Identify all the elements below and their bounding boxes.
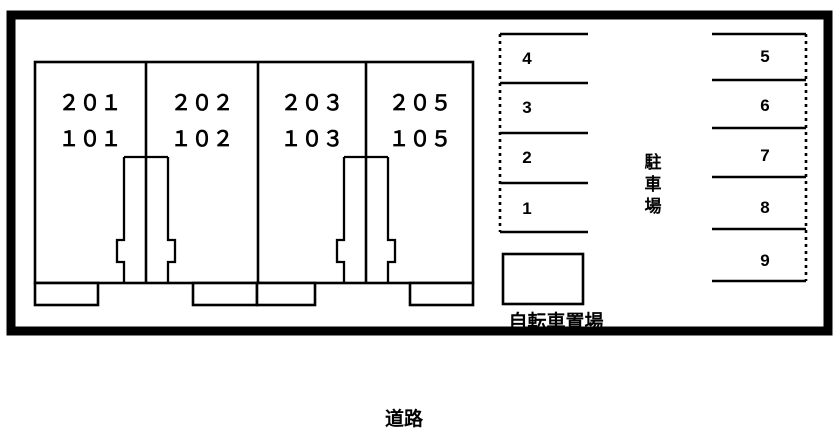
parking-stall-4: 4 xyxy=(522,49,532,68)
bicycle-parking-area: 自転車置場 xyxy=(501,252,604,333)
parking-label-char-3: 場 xyxy=(645,197,662,216)
parking-stall-8: 8 xyxy=(760,198,769,217)
balcony-boxes xyxy=(33,281,475,307)
parking-stall-3: 3 xyxy=(522,98,531,117)
bicycle-parking-box xyxy=(501,252,585,306)
parking-lot-label: 駐 車 場 xyxy=(645,152,662,216)
parking-right-column: 5 6 7 8 9 xyxy=(712,32,808,283)
unit-202-upper: ２０２ xyxy=(171,92,234,115)
parking-stall-1: 1 xyxy=(522,199,531,218)
parking-right-numbers: 5 6 7 8 9 xyxy=(760,47,769,270)
road-area: 道路 xyxy=(385,407,424,430)
parking-stall-7: 7 xyxy=(760,146,769,165)
balcony-box-102 xyxy=(191,281,259,307)
balcony-box-103 xyxy=(255,281,317,307)
stairwell-left xyxy=(115,155,177,283)
parking-stall-6: 6 xyxy=(760,96,769,115)
unit-103-lower: １０３ xyxy=(281,128,344,151)
parking-left-numbers: 4 3 2 1 xyxy=(522,49,532,218)
parking-stall-2: 2 xyxy=(522,148,531,167)
parking-stall-9: 9 xyxy=(760,251,769,270)
unit-203-upper: ２０３ xyxy=(281,92,344,115)
parking-stall-5: 5 xyxy=(760,47,769,66)
unit-205-upper: ２０５ xyxy=(389,92,452,115)
balcony-box-101 xyxy=(33,281,100,307)
stairwell-right xyxy=(335,155,397,283)
bicycle-parking-label: 自転車置場 xyxy=(508,310,603,333)
parking-label-char-1: 駐 xyxy=(645,152,662,172)
parking-label-char-2: 車 xyxy=(645,174,662,194)
balcony-box-105 xyxy=(408,281,475,307)
parking-left-column: 4 3 2 1 xyxy=(498,32,588,234)
property-boundary-frame xyxy=(6,10,833,336)
unit-102-lower: １０２ xyxy=(171,128,234,151)
unit-labels: ２０１ １０１ ２０２ １０２ ２０３ １０３ ２０５ １０５ xyxy=(59,92,452,151)
unit-105-lower: １０５ xyxy=(389,128,452,151)
unit-101-lower: １０１ xyxy=(59,128,122,151)
unit-201-upper: ２０１ xyxy=(59,92,122,115)
road-label: 道路 xyxy=(385,407,424,430)
apartment-building: ２０１ １０１ ２０２ １０２ ２０３ １０３ ２０５ １０５ xyxy=(33,60,475,307)
